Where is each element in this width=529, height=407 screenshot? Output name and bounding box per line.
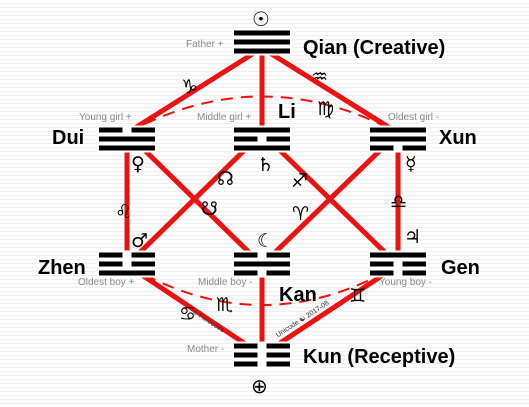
role-label-kun: Mother - bbox=[187, 344, 225, 355]
role-label-xun: Oldest girl - bbox=[388, 112, 440, 123]
mars-icon: ♂ bbox=[131, 230, 149, 252]
trigram-name-dui: Dui bbox=[52, 127, 85, 149]
yin-line-segment bbox=[234, 270, 258, 276]
yang-line bbox=[370, 136, 426, 142]
trigram-symbols bbox=[97, 28, 428, 369]
yang-line bbox=[234, 145, 290, 151]
yin-line-segment bbox=[234, 361, 258, 367]
trigram-name-li: Li bbox=[278, 101, 296, 123]
edge-li-zhen bbox=[124, 130, 265, 268]
role-label-dui: Young girl + bbox=[79, 112, 132, 123]
trigram-li-bars bbox=[232, 125, 292, 153]
aquarius-icon: ♒ bbox=[311, 66, 329, 88]
yin-line-segment bbox=[266, 361, 290, 367]
role-label-qian: Father + bbox=[186, 39, 224, 50]
trigram-kun-bars bbox=[232, 341, 292, 369]
yang-line bbox=[234, 39, 290, 45]
edge-qian-xun bbox=[259, 45, 401, 136]
upper-dashed-arc bbox=[126, 95, 399, 134]
yin-line-segment bbox=[131, 127, 155, 133]
yin-line-segment bbox=[402, 261, 426, 267]
trigram-name-qian: Qian (Creative) bbox=[303, 37, 446, 59]
edge-xun-kan bbox=[259, 130, 401, 268]
sagittarius-icon: ♐ bbox=[291, 170, 309, 192]
trigram-dui-bars bbox=[97, 125, 157, 153]
yin-line-segment bbox=[266, 352, 290, 358]
edge-gen-kun bbox=[259, 262, 401, 358]
leo-icon: ♌ bbox=[115, 201, 133, 223]
yang-line bbox=[234, 127, 290, 133]
trigram-name-gen: Gen bbox=[441, 257, 480, 279]
edge-qian-dui bbox=[124, 45, 265, 136]
yin-line-segment bbox=[266, 343, 290, 349]
role-label-kan: Middle boy - bbox=[198, 277, 253, 288]
yin-line-segment bbox=[266, 270, 290, 276]
trigram-name-xun: Xun bbox=[439, 127, 477, 149]
north-node-icon: ☊ bbox=[217, 168, 234, 190]
trigram-kan-bars bbox=[232, 250, 292, 278]
role-label-li: Middle girl + bbox=[197, 112, 252, 123]
venus-icon: ♀ bbox=[131, 153, 145, 175]
yang-line bbox=[99, 270, 155, 276]
role-label-zhen: Oldest boy + bbox=[78, 277, 135, 288]
dashed-arcs bbox=[126, 95, 399, 306]
trigram-name-kan: Kan bbox=[279, 284, 317, 306]
yin-line-segment bbox=[131, 261, 155, 267]
yang-line bbox=[234, 48, 290, 54]
yin-line-segment bbox=[370, 145, 394, 151]
yin-line-segment bbox=[234, 343, 258, 349]
trigram-xun-bars bbox=[368, 125, 428, 153]
yang-line bbox=[370, 252, 426, 258]
role-label-gen: Young boy - bbox=[379, 277, 433, 288]
cancer-icon: ♋ bbox=[179, 303, 197, 325]
yin-line-segment bbox=[131, 252, 155, 258]
yang-line bbox=[370, 127, 426, 133]
trigram-gen-bars bbox=[368, 250, 428, 278]
yang-line bbox=[99, 136, 155, 142]
yang-line bbox=[99, 145, 155, 151]
connection-lines bbox=[124, 45, 401, 358]
gemini-icon: ♊ bbox=[349, 285, 367, 307]
trigram-name-kun: Kun (Receptive) bbox=[303, 346, 456, 368]
yin-line-segment bbox=[370, 261, 394, 267]
libra-icon: ♎ bbox=[390, 191, 408, 213]
scorpio-icon: ♏ bbox=[216, 294, 234, 316]
south-node-icon: ☋ bbox=[201, 198, 218, 220]
yin-line-segment bbox=[234, 136, 258, 142]
yin-line-segment bbox=[402, 270, 426, 276]
sun-icon: ☉ bbox=[252, 7, 270, 31]
edge-zhen-kun bbox=[124, 262, 265, 358]
earth-icon: ⊕ bbox=[251, 374, 268, 398]
mercury-icon: ☿ bbox=[405, 153, 417, 175]
yang-line bbox=[234, 30, 290, 36]
saturn-icon: ♄ bbox=[257, 154, 275, 176]
virgo-icon: ♍ bbox=[317, 98, 335, 120]
trigram-zhen-bars bbox=[97, 250, 157, 278]
yang-line bbox=[234, 261, 290, 267]
yin-line-segment bbox=[99, 252, 123, 258]
yin-line-segment bbox=[402, 145, 426, 151]
yin-line-segment bbox=[234, 352, 258, 358]
moon-icon: ☾ bbox=[257, 230, 275, 252]
yin-line-segment bbox=[266, 252, 290, 258]
yin-line-segment bbox=[370, 270, 394, 276]
aries-icon: ♈ bbox=[292, 203, 310, 225]
yin-line-segment bbox=[234, 252, 258, 258]
capricorn-icon: ♑ bbox=[181, 76, 199, 98]
yin-line-segment bbox=[266, 136, 290, 142]
yin-line-segment bbox=[99, 261, 123, 267]
jupiter-icon: ♃ bbox=[404, 226, 422, 248]
trigram-qian-bars bbox=[232, 28, 292, 56]
lower-dashed-arc bbox=[126, 264, 399, 306]
trigram-name-zhen: Zhen bbox=[38, 257, 86, 279]
yin-line-segment bbox=[99, 127, 123, 133]
